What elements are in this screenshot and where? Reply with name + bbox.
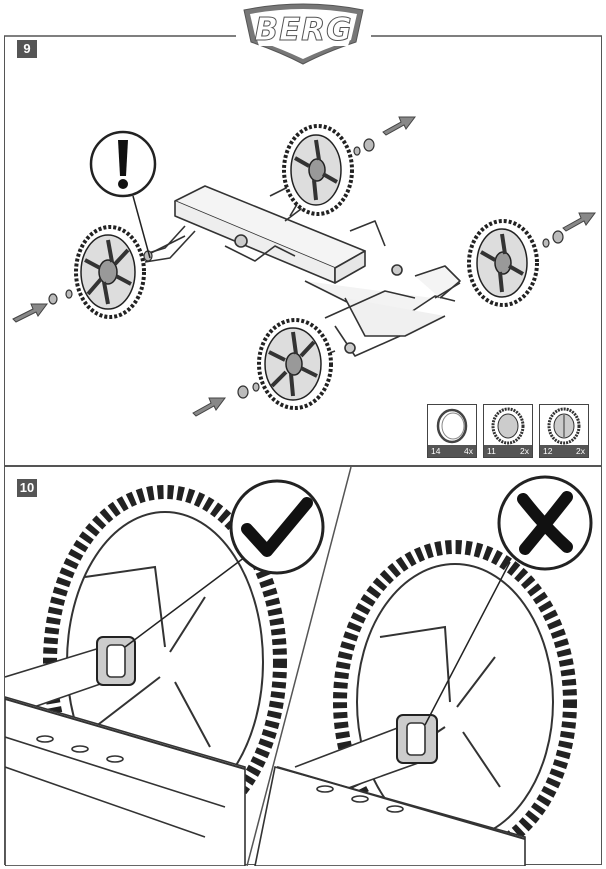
step-9-badge: 9 bbox=[17, 40, 37, 58]
part-washer: 14 4x bbox=[427, 404, 477, 458]
wheel-hub-comparison-illustration bbox=[5, 467, 593, 866]
part-rear-wheel: 12 2x bbox=[539, 404, 589, 458]
part-washer-id: 14 bbox=[431, 446, 441, 456]
part-front-wheel: 11 2x bbox=[483, 404, 533, 458]
axle-assembly-illustration bbox=[12, 116, 596, 417]
wheel-top bbox=[282, 124, 354, 216]
part-front-wheel-qty: 2x bbox=[520, 446, 529, 456]
berg-logo: BERG bbox=[236, 2, 371, 66]
step-10-badge: 10 bbox=[17, 479, 37, 497]
x-mark-icon bbox=[517, 491, 573, 555]
step-9-panel: 9 bbox=[4, 36, 602, 466]
incorrect-assembly bbox=[254, 540, 577, 866]
correct-assembly bbox=[5, 485, 287, 866]
checkmark-callout bbox=[229, 479, 325, 575]
parts-legend: 14 4x 11 2x 12 2x bbox=[427, 404, 589, 458]
x-mark-callout bbox=[497, 475, 593, 571]
checkmark-icon bbox=[241, 497, 313, 557]
panel-divider bbox=[246, 467, 352, 866]
part-front-wheel-id: 11 bbox=[487, 446, 496, 456]
step-10-panel: 10 bbox=[4, 466, 602, 866]
logo-text: BERG bbox=[254, 12, 353, 49]
wheel-left bbox=[74, 225, 146, 319]
warning-callout bbox=[89, 130, 157, 259]
part-washer-qty: 4x bbox=[464, 446, 473, 456]
part-rear-wheel-qty: 2x bbox=[576, 446, 585, 456]
part-rear-wheel-id: 12 bbox=[543, 446, 553, 456]
wheel-right bbox=[467, 219, 539, 307]
insertion-arrows bbox=[12, 116, 596, 417]
exclamation-icon bbox=[118, 140, 128, 176]
wheel-bottom bbox=[257, 318, 333, 410]
